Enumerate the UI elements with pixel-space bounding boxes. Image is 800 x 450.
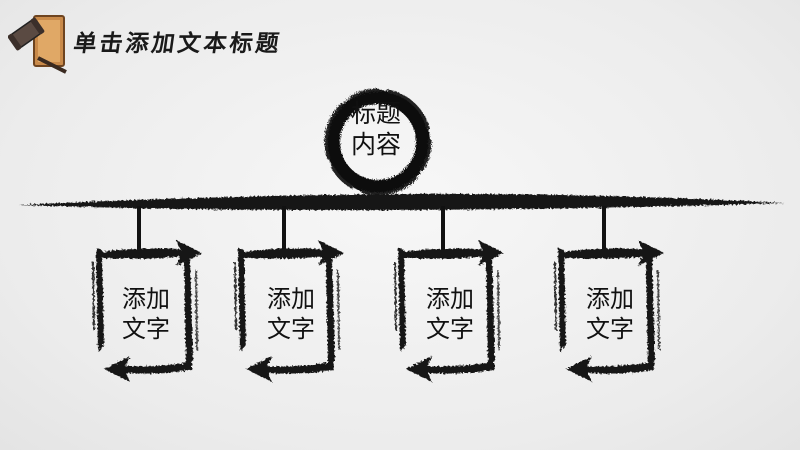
gavel-book-icon: [8, 15, 67, 74]
horizontal-brush-line: [18, 193, 785, 211]
brush-box-3: [394, 240, 504, 382]
box-label-line2: 文字: [586, 315, 634, 343]
box-label-line2: 文字: [267, 315, 315, 343]
box-label-line2: 文字: [122, 315, 170, 343]
brush-box-4: [554, 240, 664, 382]
connector-lines: [137, 206, 606, 254]
center-title-line2: 内容: [350, 130, 401, 159]
box-label-line2: 文字: [426, 315, 474, 343]
brush-box-2: [234, 240, 344, 382]
center-title-line1: 标题: [350, 99, 401, 128]
box-label-line1: 添加: [122, 285, 170, 313]
box-label-line1: 添加: [267, 285, 315, 313]
center-title[interactable]: 标题 内容: [330, 98, 422, 160]
box-label-4[interactable]: 添加 文字: [565, 284, 655, 344]
box-label-1[interactable]: 添加 文字: [101, 284, 191, 344]
box-label-2[interactable]: 添加 文字: [246, 284, 336, 344]
brush-box-1: [92, 240, 202, 382]
box-label-line1: 添加: [586, 285, 634, 313]
box-label-3[interactable]: 添加 文字: [405, 284, 495, 344]
center-ink-ring: [324, 88, 432, 196]
box-label-line1: 添加: [426, 285, 474, 313]
